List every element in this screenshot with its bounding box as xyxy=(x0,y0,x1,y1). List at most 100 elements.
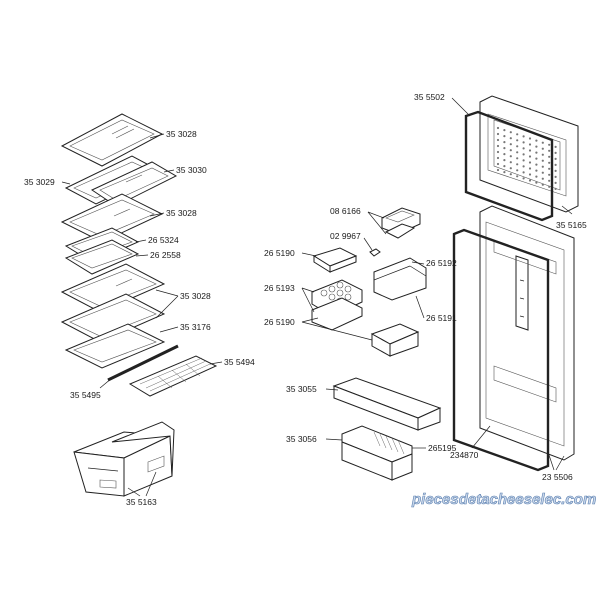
label-egg-tray: 26 5193 xyxy=(264,283,295,293)
grid-dot xyxy=(535,139,538,142)
grid-dot xyxy=(516,157,519,160)
grid-dot xyxy=(516,145,519,148)
grid-dot xyxy=(535,169,538,172)
tray-b xyxy=(373,257,427,301)
grid-dot xyxy=(548,149,551,152)
grid-dot xyxy=(528,155,532,158)
bottle-tray xyxy=(332,377,442,431)
grid-dot xyxy=(516,133,519,136)
grid-dot xyxy=(528,161,532,164)
shelf-strip xyxy=(107,344,179,382)
shelf-7 xyxy=(64,323,166,369)
grid-dot xyxy=(522,165,525,168)
grid-dot xyxy=(496,138,500,142)
grid-dot xyxy=(496,126,500,130)
grid-dot xyxy=(554,157,557,160)
grid-dot xyxy=(509,155,512,158)
label-strip: 35 5495 xyxy=(70,390,101,400)
label-clip: 02 9967 xyxy=(330,231,361,241)
egg-tray xyxy=(311,279,363,331)
grid-dot xyxy=(503,159,506,162)
grid-dot xyxy=(503,153,506,156)
grid-dot xyxy=(516,139,519,142)
grid-dot xyxy=(535,151,538,154)
grid-dot xyxy=(509,161,512,164)
egg-box-lidded xyxy=(381,207,421,239)
label-tray-a: 26 5190 xyxy=(264,248,295,258)
grid-dot xyxy=(554,187,557,190)
ventilation-grille xyxy=(128,355,218,397)
grid-dot xyxy=(541,183,544,186)
shelf-4-frame xyxy=(64,227,140,275)
grid-dot xyxy=(554,181,557,184)
grid-dot xyxy=(522,135,525,138)
freezer-seal xyxy=(464,110,554,222)
grid-dot xyxy=(503,129,506,132)
label-shelf-4-b: 26 2558 xyxy=(150,250,181,260)
label-shelf-5-right: 35 3028 xyxy=(180,291,211,301)
label-tray-b: 26 5192 xyxy=(426,258,457,268)
grid-dot xyxy=(509,173,512,176)
label-shelf-top-right: 35 3028 xyxy=(166,129,197,139)
grid-dot xyxy=(535,175,538,178)
grid-dot xyxy=(548,143,551,146)
grid-dot xyxy=(496,162,500,166)
tray-a xyxy=(312,247,358,273)
grid-dot xyxy=(528,179,532,182)
grid-dot xyxy=(503,165,506,168)
grid-dot xyxy=(548,161,551,164)
grid-dot xyxy=(548,173,551,176)
grid-dot xyxy=(548,179,551,182)
grid-dot xyxy=(554,163,557,166)
grid-dot xyxy=(541,141,544,144)
grid-dot xyxy=(541,147,544,150)
grid-dot xyxy=(548,185,551,188)
shelf-5 xyxy=(60,263,166,313)
label-shelf-6-right: 35 3176 xyxy=(180,322,211,332)
label-grille: 35 5494 xyxy=(224,357,255,367)
grid-dot xyxy=(503,147,506,150)
main-door xyxy=(479,205,575,461)
freezer-door-grid xyxy=(496,126,557,190)
grid-dot xyxy=(516,169,519,172)
shelf-6 xyxy=(60,293,166,343)
shelf-1 xyxy=(60,113,164,167)
grid-dot xyxy=(503,141,506,144)
grid-dot xyxy=(496,156,500,160)
label-bottle-tray: 35 3055 xyxy=(286,384,317,394)
grid-dot xyxy=(509,143,512,146)
label-crisper: 35 5163 xyxy=(126,497,157,507)
grid-dot xyxy=(535,145,538,148)
grid-dot xyxy=(554,151,557,154)
label-shelf-4-a: 26 5324 xyxy=(148,235,179,245)
main-door-seal xyxy=(452,228,550,472)
label-tray-d: 26 5191 xyxy=(426,313,457,323)
grid-dot xyxy=(503,135,506,138)
grid-dot xyxy=(535,157,538,160)
label-shelf-3-right: 35 3028 xyxy=(166,208,197,218)
label-shelf-2-left: 35 3029 xyxy=(24,177,55,187)
crisper-drawers xyxy=(73,421,175,497)
grid-dot xyxy=(496,144,500,148)
grid-dot xyxy=(528,149,532,152)
grid-dot xyxy=(541,159,544,162)
grid-dot xyxy=(535,163,538,166)
grid-dot xyxy=(496,132,500,136)
grid-dot xyxy=(541,177,544,180)
grid-dot xyxy=(509,149,512,152)
label-shelf-2-right: 35 3030 xyxy=(176,165,207,175)
label-freezer-seal: 35 5502 xyxy=(414,92,445,102)
grid-dot xyxy=(503,171,506,174)
grid-dot xyxy=(548,167,551,170)
grid-dot xyxy=(541,153,544,156)
grid-dot xyxy=(496,168,500,172)
grid-dot xyxy=(541,171,544,174)
grid-dot xyxy=(509,131,512,134)
grid-dot xyxy=(516,175,519,178)
label-egg-box: 08 6166 xyxy=(330,206,361,216)
grid-dot xyxy=(528,167,532,170)
label-tray-c: 26 5190 xyxy=(264,317,295,327)
clip xyxy=(369,248,381,257)
grid-dot xyxy=(516,163,519,166)
